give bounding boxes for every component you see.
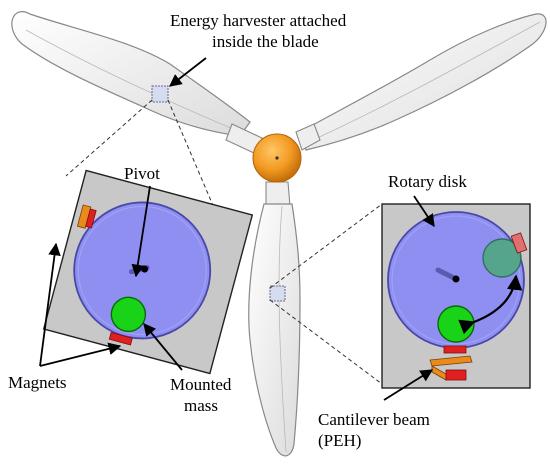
right-inset-panel: [381, 203, 531, 389]
label-cantilever-line1: Cantilever beam: [318, 410, 430, 429]
label-cantilever-line2: (PEH): [318, 431, 361, 450]
right-mounted-mass: [437, 305, 475, 343]
arrow-mounted-mass: [143, 323, 183, 371]
right-blade: [299, 13, 547, 151]
right-pivot: [452, 275, 460, 283]
arrow-pivot: [131, 185, 151, 278]
right-magnet-side: [510, 232, 528, 254]
label-harvester-line2: inside the blade: [212, 32, 319, 51]
left-blade: [11, 11, 251, 137]
arrow-magnet-side: [39, 242, 61, 367]
right-magnet-bottom: [443, 345, 467, 354]
arrow-cantilever: [383, 369, 434, 401]
label-mounted-line1: Mounted: [170, 375, 232, 394]
labels: Energy harvester attached inside the bla…: [8, 11, 467, 450]
label-mounted-line2: mass: [184, 396, 218, 415]
arrow-rotary-disk: [413, 195, 435, 228]
left-magnet-side: [76, 204, 97, 229]
left-magnet-bottom: [108, 332, 133, 346]
label-rotary-disk: Rotary disk: [388, 172, 467, 191]
right-blade-root: [295, 123, 321, 151]
label-pivot: Pivot: [124, 164, 160, 183]
annotation-arrows: [39, 57, 435, 401]
arrow-harvester: [169, 57, 207, 87]
harvester-marker-bottom: [269, 285, 286, 302]
rotation-arrow: [458, 274, 523, 335]
left-mounted-mass: [110, 296, 147, 333]
arrow-magnet-bottom: [39, 342, 122, 367]
bottom-blade-root: [265, 181, 291, 207]
label-harvester-line1: Energy harvester attached: [170, 11, 347, 30]
bottom-blade: [248, 203, 301, 457]
turbine: [11, 11, 547, 457]
harvester-marker-top: [151, 85, 169, 103]
label-magnets: Magnets: [8, 373, 67, 392]
